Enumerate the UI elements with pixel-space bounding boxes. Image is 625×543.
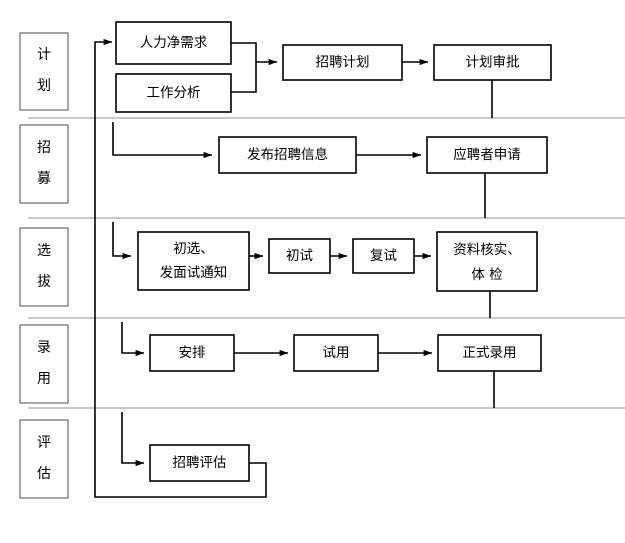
- stage-item-recruit: 招 募: [19, 124, 69, 204]
- node-screening[interactable]: 初选、 发面试通知: [137, 231, 250, 291]
- node-probation-box[interactable]: [293, 334, 379, 372]
- node-screening-box[interactable]: [137, 231, 250, 291]
- node-job-analysis[interactable]: 工作分析: [115, 73, 232, 113]
- node-plan-approval-box[interactable]: [433, 44, 552, 81]
- node-applicant-apply[interactable]: 应聘者申请: [426, 136, 548, 174]
- stage-employment-box: [19, 324, 69, 404]
- stage-selection-box: [19, 227, 69, 307]
- feedback-spine-line: [94, 38, 267, 498]
- node-first-interview[interactable]: 初试: [268, 238, 331, 274]
- node-net-demand[interactable]: 人力净需求: [115, 21, 232, 65]
- stage-employment-label-line1: 录: [37, 340, 51, 356]
- stage-employment-label-line2: 用: [37, 371, 51, 387]
- node-recruit-eval-label: 招聘评估: [173, 455, 227, 471]
- node-verify-medical[interactable]: 资料核实、 体 检: [436, 231, 538, 292]
- node-applicant-apply-box[interactable]: [426, 136, 548, 174]
- stage-item-selection: 选 拔: [19, 227, 69, 307]
- stage-selection-label-line1: 选: [37, 243, 51, 259]
- node-verify-medical-label-line1: 资料核实、: [453, 242, 521, 258]
- node-arrange[interactable]: 安排: [149, 334, 235, 372]
- node-net-demand-box[interactable]: [115, 21, 232, 65]
- node-recruit-plan[interactable]: 招聘计划: [282, 44, 403, 81]
- stage-plan-label-line2: 划: [37, 78, 51, 94]
- stage-recruit-box: [19, 124, 69, 204]
- node-verify-medical-box[interactable]: [436, 231, 538, 292]
- stage-recruit-label-line2: 募: [37, 171, 51, 187]
- stage-evaluation-box: [19, 419, 69, 499]
- stage-selection-label-line2: 拔: [37, 274, 51, 290]
- lane-recruit-connectors: [112, 122, 486, 218]
- node-screening-label-line2: 发面试通知: [160, 264, 228, 281]
- stage-evaluation-label-line2: 估: [37, 466, 51, 482]
- node-recruit-plan-label: 招聘计划: [316, 55, 370, 71]
- stage-label-column: 计 划 招 募 选 拔 录 用 评 估: [19, 32, 69, 499]
- node-publish-info-label: 发布招聘信息: [247, 146, 328, 163]
- node-formal-hire-box[interactable]: [437, 334, 542, 372]
- stage-item-evaluation: 评 估: [19, 419, 69, 499]
- node-second-interview-label: 复试: [370, 247, 397, 264]
- stage-evaluation-label-line1: 评: [37, 435, 51, 451]
- stage-item-plan: 计 划: [19, 32, 69, 111]
- stage-recruit-label-line1: 招: [37, 140, 51, 156]
- node-second-interview[interactable]: 复试: [352, 238, 415, 274]
- feedback-loop: [94, 38, 267, 498]
- lane-employment-connectors: [121, 322, 495, 408]
- node-job-analysis-box[interactable]: [115, 73, 232, 113]
- lane-separators: [28, 117, 625, 409]
- edge-into-screening: [112, 222, 132, 260]
- edge-net-demand-to-junction: [231, 42, 257, 62]
- stage-item-employment: 录 用: [19, 324, 69, 404]
- node-arrange-label: 安排: [179, 345, 206, 361]
- edge-into-arrange: [121, 322, 145, 357]
- lane-evaluation-connectors: [121, 412, 267, 471]
- lane-plan-connectors: [231, 42, 493, 118]
- node-publish-info-box[interactable]: [218, 136, 357, 174]
- node-probation[interactable]: 试用: [293, 334, 379, 372]
- node-verify-medical-label-line2: 体 检: [471, 267, 503, 283]
- node-applicant-apply-label: 应聘者申请: [453, 146, 521, 163]
- node-probation-label: 试用: [323, 345, 350, 361]
- node-recruit-eval[interactable]: 招聘评估: [149, 444, 250, 482]
- edge-into-publish-info: [112, 122, 213, 159]
- node-second-interview-box[interactable]: [352, 238, 415, 274]
- node-plan-approval-label: 计划审批: [466, 55, 520, 71]
- edge-into-recruit-eval: [121, 412, 145, 467]
- node-screening-label-line1: 初选、: [173, 240, 214, 257]
- stage-plan-box: [19, 32, 69, 111]
- lane-selection-connectors: [112, 222, 491, 318]
- edge-job-analysis-to-junction: [231, 62, 257, 93]
- node-publish-info[interactable]: 发布招聘信息: [218, 136, 357, 174]
- node-net-demand-label: 人力净需求: [140, 35, 208, 51]
- edge-recruit-eval-to-feedback: [249, 462, 267, 471]
- node-arrange-box[interactable]: [149, 334, 235, 372]
- node-formal-hire[interactable]: 正式录用: [437, 334, 542, 372]
- node-recruit-eval-box[interactable]: [149, 444, 250, 482]
- stage-plan-label-line1: 计: [37, 47, 51, 63]
- node-plan-approval[interactable]: 计划审批: [433, 44, 552, 81]
- node-first-interview-box[interactable]: [268, 238, 331, 274]
- node-first-interview-label: 初试: [286, 247, 313, 264]
- node-job-analysis-label: 工作分析: [147, 85, 201, 101]
- node-formal-hire-label: 正式录用: [463, 345, 517, 361]
- node-recruit-plan-box[interactable]: [282, 44, 403, 81]
